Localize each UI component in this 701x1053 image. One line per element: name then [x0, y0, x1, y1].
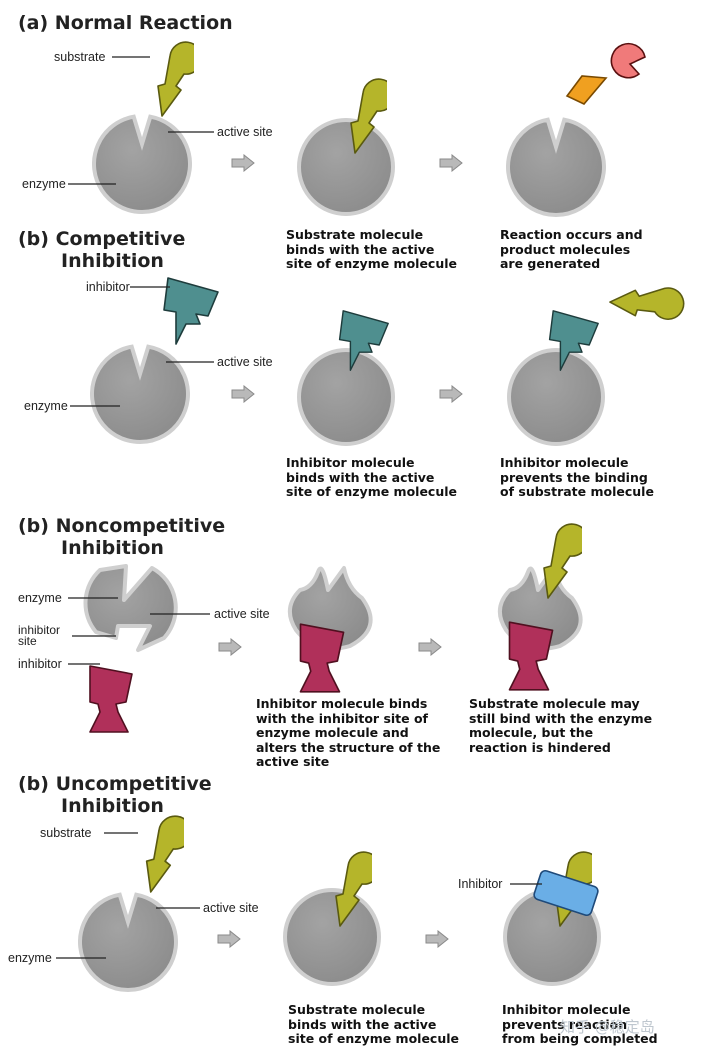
label-active-site-d: active site — [203, 901, 259, 915]
substrate-a1 — [157, 41, 194, 117]
caption-a2: Reaction occurs and product molecules ar… — [500, 227, 643, 271]
arrow-a2 — [439, 154, 463, 172]
arrow-d1 — [217, 930, 241, 948]
enzyme-b2 — [297, 348, 395, 446]
caption-b2: Inhibitor molecule prevents the binding … — [500, 455, 654, 499]
panel-d-title-line2: Inhibition — [61, 795, 164, 817]
panel-c-art — [68, 523, 583, 733]
panel-b-title: (b) Competitive Inhibition — [18, 228, 185, 272]
label-substrate-d: substrate — [40, 826, 92, 840]
panel-c-title-line1: (b) Noncompetitive — [18, 515, 226, 537]
arrow-b2 — [439, 385, 463, 403]
inhibitor-c3 — [508, 621, 554, 691]
arrow-c1 — [218, 638, 242, 656]
panel-b-title-line2: Inhibition — [61, 250, 164, 272]
panel-d-title: (b) Uncompetitive Inhibition — [18, 773, 212, 817]
substrate-d1 — [145, 815, 184, 893]
label-enzyme-d: enzyme — [8, 951, 52, 965]
enzyme-d1 — [78, 892, 178, 992]
label-enzyme-b: enzyme — [24, 399, 68, 413]
enzyme-d2 — [283, 888, 381, 986]
label-inhibitor-d: Inhibitor — [458, 877, 503, 891]
caption-c1: Inhibitor molecule binds with the inhibi… — [256, 696, 441, 769]
panel-a-art — [68, 41, 646, 217]
label-active-site-b: active site — [217, 355, 273, 369]
caption-c2: Substrate molecule may still bind with t… — [469, 696, 653, 755]
label-active-site-c: active site — [214, 607, 270, 621]
arrow-b1 — [231, 385, 255, 403]
enzyme-c1 — [83, 564, 178, 652]
panel-d-art — [56, 815, 601, 992]
arrow-a1 — [231, 154, 255, 172]
enzyme-a2 — [297, 118, 395, 216]
enzyme-a1 — [92, 114, 192, 214]
label-inhibitor-b: inhibitor — [86, 280, 130, 294]
panel-a-title: (a) Normal Reaction — [18, 12, 233, 34]
arrow-d2 — [425, 930, 449, 948]
substrate-b3 — [609, 287, 685, 320]
label-inhibitor-site-c: inhibitor site — [18, 623, 61, 648]
watermark: 知乎 @稳定岛 — [560, 1018, 655, 1036]
panel-c-title-line2: Inhibition — [61, 537, 164, 559]
enzyme-b1 — [90, 344, 190, 444]
caption-b1: Inhibitor molecule binds with the active… — [286, 455, 458, 499]
caption-a1: Substrate molecule binds with the active… — [286, 227, 458, 271]
label-inhibitor-c: inhibitor — [18, 657, 62, 671]
panel-b-title-line1: (b) Competitive — [18, 228, 186, 250]
label-enzyme-c: enzyme — [18, 591, 62, 605]
panel-b-art — [70, 277, 685, 446]
arrow-c2 — [418, 638, 442, 656]
caption-d2: Inhibitor molecule prevents reaction fro… — [502, 1002, 658, 1046]
product-orange — [565, 75, 608, 105]
inhibitor-c2 — [299, 623, 345, 693]
inhibitor-b1 — [163, 277, 219, 345]
label-substrate-a: substrate — [54, 50, 106, 64]
product-pink — [610, 42, 646, 79]
inhibitor-c1 — [89, 665, 133, 733]
label-enzyme-a: enzyme — [22, 177, 66, 191]
label-active-site-a: active site — [217, 125, 273, 139]
panel-d-title-line1: (b) Uncompetitive — [18, 773, 212, 795]
caption-d1: Substrate molecule binds with the active… — [288, 1002, 460, 1046]
enzyme-a3 — [506, 117, 606, 217]
substrate-c3 — [543, 523, 582, 599]
enzyme-b3 — [507, 348, 605, 446]
panel-c-title: (b) Noncompetitive Inhibition — [18, 515, 225, 559]
